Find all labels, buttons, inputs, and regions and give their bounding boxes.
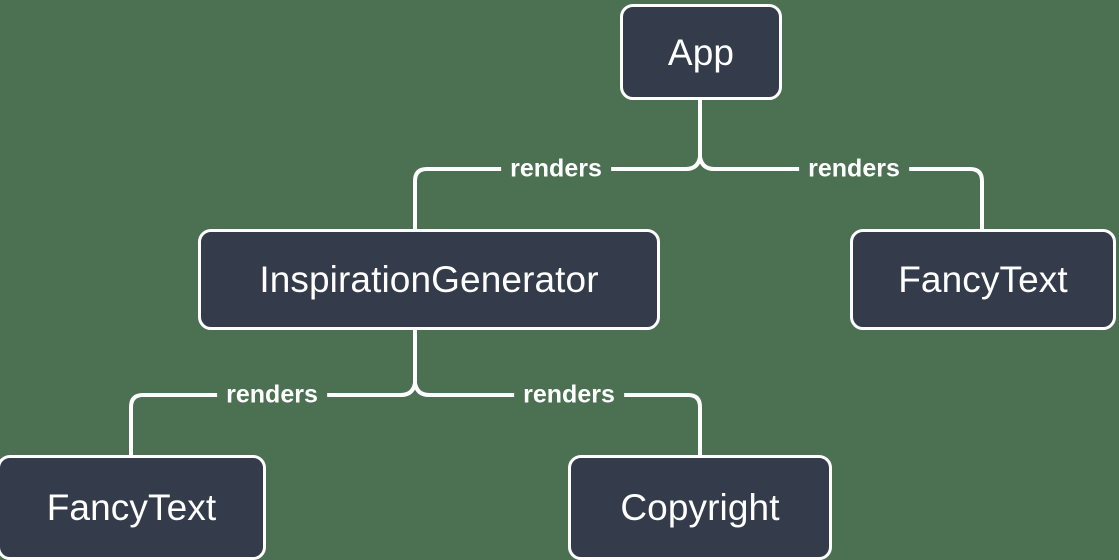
node-fancytext-bottom[interactable]: FancyText [0, 455, 266, 560]
edge-label-inspiration-to-fancytext: renders [217, 382, 327, 408]
node-inspiration-generator-label: InspirationGenerator [259, 259, 599, 300]
node-copyright[interactable]: Copyright [568, 455, 832, 560]
node-fancytext-bottom-label: FancyText [46, 487, 217, 528]
node-app-label: App [667, 31, 735, 73]
edge-label-app-to-fancytext-right: renders [799, 156, 909, 182]
edge-label-inspiration-to-copyright: renders [514, 382, 624, 408]
node-copyright-label: Copyright [620, 487, 780, 528]
node-fancytext-right-label: FancyText [898, 259, 1068, 300]
node-app[interactable]: App [620, 4, 782, 100]
node-inspiration-generator[interactable]: InspirationGenerator [198, 229, 660, 330]
node-fancytext-right[interactable]: FancyText [850, 229, 1116, 330]
edge-label-app-to-inspiration-generator: renders [501, 156, 611, 182]
